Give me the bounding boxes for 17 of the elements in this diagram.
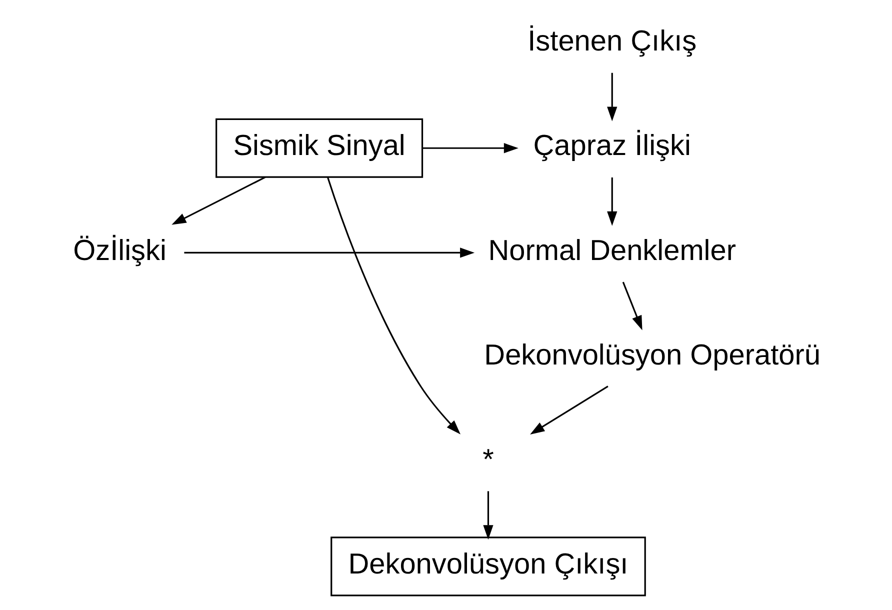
node-text: Normal Denklemler xyxy=(488,234,736,267)
node-text: Dekonvolüsyon Operatörü xyxy=(484,339,821,372)
arrow xyxy=(172,176,266,225)
node-box: Dekonvolüsyon Çıkışı xyxy=(330,536,646,596)
node-box: Sismik Sinyal xyxy=(216,118,424,178)
node-text: Özİlişki xyxy=(73,234,166,267)
arrow xyxy=(607,72,618,122)
arrow xyxy=(184,248,475,258)
arrow xyxy=(422,143,518,154)
arrow xyxy=(530,386,608,434)
arrow xyxy=(622,282,642,330)
arrow xyxy=(327,177,461,434)
node-text: İstenen Çıkış xyxy=(528,26,697,58)
node-text: Çapraz İlişki xyxy=(533,130,691,162)
arrow xyxy=(607,177,618,226)
arrow xyxy=(483,491,494,540)
node-text: * xyxy=(482,444,494,476)
